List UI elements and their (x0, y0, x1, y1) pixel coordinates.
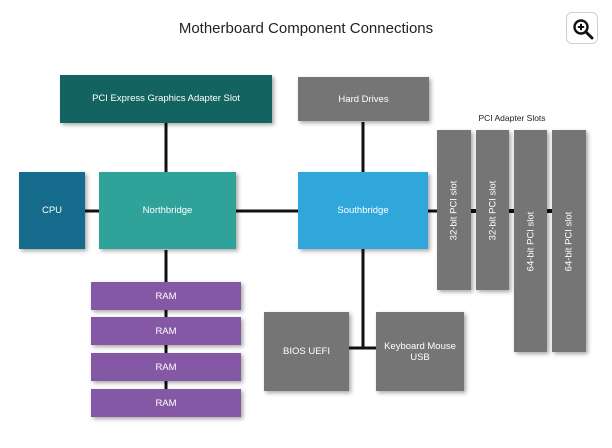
bios-uefi-label: BIOS UEFI (283, 346, 330, 357)
hard-drives-label: Hard Drives (338, 93, 389, 105)
pci-slot-4: 64-bit PCI slot (552, 130, 586, 352)
ram-module: RAM (91, 317, 241, 345)
pci-connector-2 (509, 209, 514, 213)
ram-module: RAM (91, 282, 241, 310)
pci-slot-label: 64-bit PCI slot (563, 211, 575, 271)
pci-slot-label: 32-bit PCI slot (487, 180, 499, 240)
pci-slot-1: 32-bit PCI slot (437, 130, 471, 290)
pci-adapter-slots-label: PCI Adapter Slots (478, 113, 546, 123)
ram-module: RAM (91, 353, 241, 381)
zoom-button[interactable] (566, 12, 598, 44)
ram-label: RAM (155, 397, 177, 409)
pci-connector-3 (547, 209, 552, 213)
southbridge-label: Southbridge (337, 205, 389, 216)
pci-slot-label: 64-bit PCI slot (525, 211, 537, 271)
ram-label: RAM (155, 361, 177, 373)
pci-slot-2: 32-bit PCI slot (476, 130, 509, 290)
pci-connector-1 (471, 209, 476, 213)
diagram-title: Motherboard Component Connections (178, 20, 434, 37)
northbridge: Northbridge (99, 172, 236, 249)
northbridge-label: Northbridge (142, 205, 193, 216)
zoom-in-icon (573, 19, 594, 40)
southbridge: Southbridge (298, 172, 428, 249)
cpu: CPU (19, 172, 85, 249)
ram-module: RAM (91, 389, 241, 417)
keyboard-mouse-usb: Keyboard Mouse USB (376, 312, 464, 391)
graphics-slot: PCI Express Graphics Adapter Slot (60, 75, 272, 123)
bios-uefi: BIOS UEFI (264, 312, 349, 391)
graphics-slot-label: PCI Express Graphics Adapter Slot (92, 93, 240, 104)
keyboard-mouse-usb-label: Keyboard Mouse USB (384, 340, 456, 363)
ram-label: RAM (155, 325, 177, 337)
pci-slot-label: 32-bit PCI slot (448, 180, 460, 240)
pci-slot-3: 64-bit PCI slot (514, 130, 547, 352)
cpu-label: CPU (41, 205, 63, 216)
hard-drives: Hard Drives (298, 77, 429, 121)
ram-label: RAM (155, 290, 177, 302)
